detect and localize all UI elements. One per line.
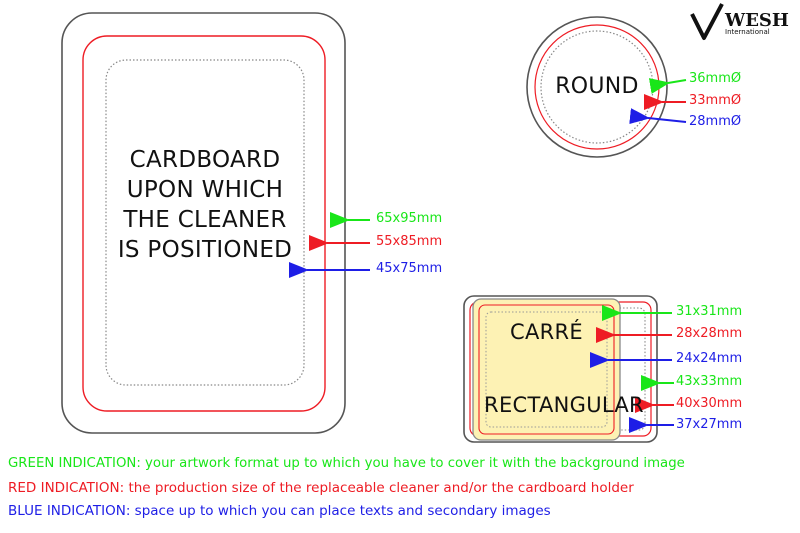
square-red-outline xyxy=(478,304,615,435)
card-red-dim: 55x85mm xyxy=(376,234,443,249)
card-red-outline xyxy=(82,35,326,412)
card-label-line: CARDBOARD xyxy=(129,147,281,173)
rectangular-red-dim: 40x30mm xyxy=(676,396,743,411)
rectangular-blue-dim: 37x27mm xyxy=(676,417,743,432)
card-green-dim: 65x95mm xyxy=(376,211,443,226)
legend-green: GREEN INDICATION: your artwork format up… xyxy=(8,456,685,471)
round-red-dim: 33mmØ xyxy=(689,93,742,108)
card-label-line: THE CLEANER xyxy=(123,207,287,233)
card-label-line: UPON WHICH xyxy=(126,177,284,203)
logo-name: WESH xyxy=(725,10,789,31)
square-fill xyxy=(472,298,621,441)
square-blue-dim: 24x24mm xyxy=(676,351,743,366)
legend-blue: BLUE INDICATION: space up to which you c… xyxy=(8,503,551,519)
card-blue-dotted-outline xyxy=(105,59,305,386)
logo-subtitle: International xyxy=(725,28,770,36)
legend-red: RED INDICATION: the production size of t… xyxy=(8,480,634,496)
square-green-dim: 31x31mm xyxy=(676,304,743,319)
rectangular-label: RECTANGULAR xyxy=(484,393,644,417)
card-label: CARDBOARD UPON WHICH THE CLEANER IS POSI… xyxy=(106,145,304,265)
card-blue-dim: 45x75mm xyxy=(376,261,443,276)
card-label-line: IS POSITIONED xyxy=(117,237,293,263)
round-green-arrow xyxy=(648,78,687,94)
square-label: CARRÉ xyxy=(510,320,583,344)
wesh-logo: WESH International xyxy=(725,10,789,36)
round-green-dim: 36mmØ xyxy=(689,71,742,86)
rectangular-green-dim: 43x33mm xyxy=(676,374,743,389)
round-label: ROUND xyxy=(555,74,639,99)
round-blue-arrow xyxy=(629,108,687,125)
square-red-dim: 28x28mm xyxy=(676,326,743,341)
wesh-logo-mark xyxy=(690,3,724,40)
round-blue-dim: 28mmØ xyxy=(689,114,742,129)
